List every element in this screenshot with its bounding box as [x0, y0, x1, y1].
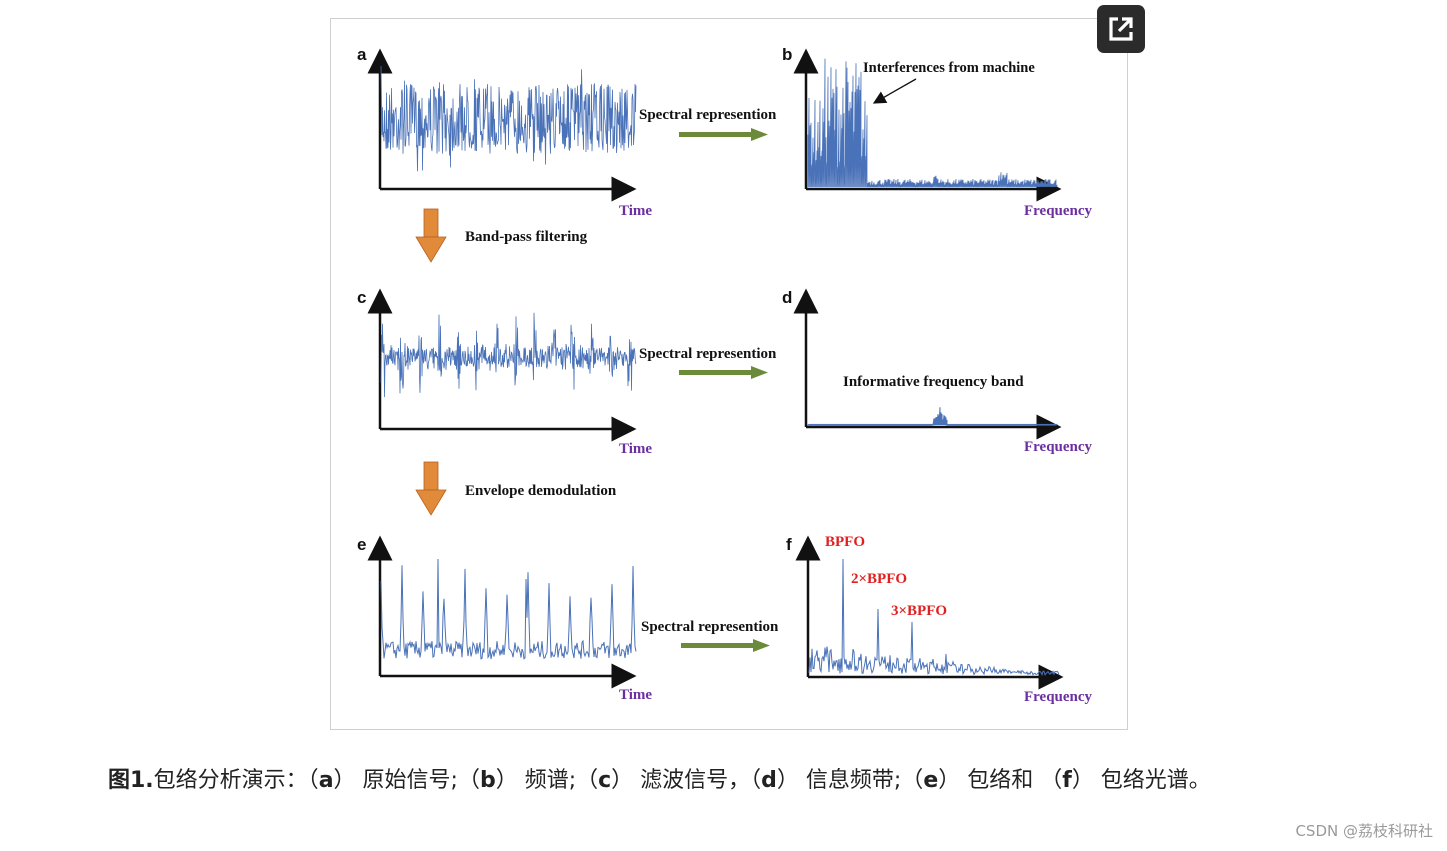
caption-part: ） 原始信号;（ — [333, 768, 480, 793]
envelope-label: Envelope demodulation — [465, 483, 617, 499]
panel-d-x-label: Frequency — [1024, 439, 1093, 455]
panel-b-annotation-arrow — [872, 78, 917, 104]
panel-f-letter: f — [786, 535, 792, 554]
caption-part: ） 滤波信号，（ — [611, 768, 762, 793]
panel-a-letter: a — [357, 45, 367, 64]
panel-b-spectrum — [807, 58, 1058, 188]
panel-c-signal — [380, 312, 637, 398]
caption-part: ） 频谱;（ — [495, 768, 599, 793]
caption-part: ） 信息频带;（ — [776, 768, 924, 793]
panel-b: b Interferences from machine Frequency — [782, 45, 1093, 219]
panel-a-x-label: Time — [619, 203, 652, 219]
caption-prefix: 图1. — [108, 768, 154, 793]
figure-frame: a Time b Interferences from machine Freq… — [330, 18, 1128, 730]
spectral-arrow-3: Spectral represention — [641, 619, 779, 652]
panel-e-envelope — [380, 558, 637, 660]
bandpass-label: Band-pass filtering — [465, 229, 588, 245]
panel-b-x-label: Frequency — [1024, 203, 1093, 219]
panel-c-letter: c — [357, 288, 366, 307]
panel-e: e Time — [357, 535, 652, 703]
caption-part: d — [761, 768, 777, 793]
expand-image-button[interactable] — [1097, 5, 1145, 53]
panel-f-peak-2: 2×BPFO — [851, 571, 907, 587]
panel-a-signal — [380, 65, 637, 172]
panel-d-letter: d — [782, 288, 792, 307]
caption-part: ） 包络光谱。 — [1071, 768, 1211, 793]
caption-body: 包络分析演示：（a） 原始信号;（b） 频谱;（c） 滤波信号，（d） 信息频带… — [154, 768, 1211, 793]
caption-part: 包络分析演示：（ — [153, 768, 319, 793]
panel-c-x-label: Time — [619, 441, 652, 457]
panel-a: a Time — [357, 45, 652, 219]
spectral-arrow-2: Spectral represention — [639, 346, 777, 379]
panel-f-x-label: Frequency — [1024, 689, 1093, 705]
caption-part: f — [1062, 768, 1072, 793]
panel-b-letter: b — [782, 45, 792, 64]
panel-f-spectrum — [808, 558, 1060, 677]
panel-b-annotation: Interferences from machine — [863, 60, 1035, 76]
envelope-arrow: Envelope demodulation — [415, 461, 617, 516]
panel-e-letter: e — [357, 535, 366, 554]
panel-d-annotation: Informative frequency band — [843, 374, 1024, 390]
panel-c: c Time — [357, 288, 652, 457]
caption-part: b — [479, 768, 496, 793]
spectral-arrow-1: Spectral represention — [639, 107, 777, 141]
panel-f-peak-3: 3×BPFO — [891, 603, 947, 619]
spectral-label-2: Spectral represention — [639, 346, 777, 362]
caption-part: e — [923, 768, 939, 793]
caption-part: c — [598, 768, 612, 793]
caption-part: ） 包络和 （ — [938, 768, 1063, 793]
spectral-label-3: Spectral represention — [641, 619, 779, 635]
panel-d-spectrum — [807, 407, 1058, 426]
watermark: CSDN @荔枝科研社 — [1295, 822, 1433, 840]
caption-part: a — [318, 768, 334, 793]
panel-f: f BPFO 2×BPFO 3×BPFO Frequency — [786, 534, 1093, 705]
panel-f-peak-1: BPFO — [825, 534, 865, 550]
bandpass-arrow: Band-pass filtering — [415, 208, 588, 263]
figure-svg: a Time b Interferences from machine Freq… — [357, 45, 1093, 705]
spectral-label-1: Spectral represention — [639, 107, 777, 123]
external-link-icon — [1109, 17, 1133, 41]
panel-d: d Informative frequency band Frequency — [782, 288, 1093, 455]
panel-e-x-label: Time — [619, 687, 652, 703]
figure-caption: 图1.包络分析演示：（a） 原始信号;（b） 频谱;（c） 滤波信号，（d） 信… — [108, 762, 1398, 800]
